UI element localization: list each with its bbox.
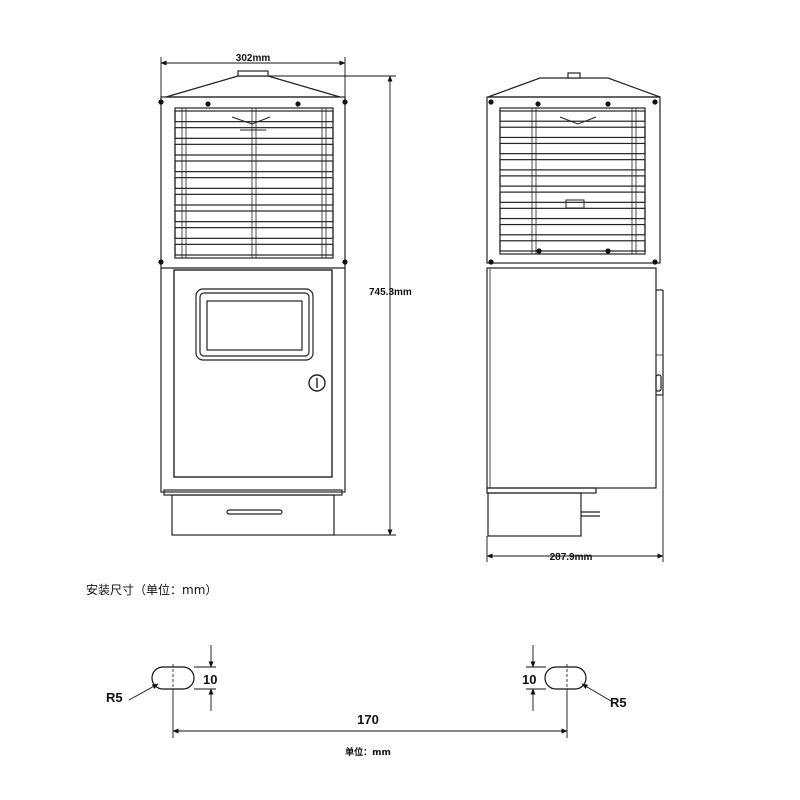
bolt [342, 99, 348, 105]
side-roof [487, 77, 661, 98]
front-louvers [174, 108, 334, 258]
bolt [342, 259, 348, 265]
louver-slat [174, 193, 334, 206]
left-slot-height-label: 10 [203, 672, 217, 687]
section-title: 安装尺寸（单位：mm） [86, 582, 217, 597]
louver-slat [499, 142, 646, 155]
bolt [535, 101, 541, 107]
screen-display [206, 300, 303, 351]
mounting-diagram [151, 664, 587, 692]
louver-slat [499, 240, 646, 252]
front-frame [160, 96, 346, 493]
unit-label: 单位：mm [345, 746, 391, 758]
left-mounting-slot [151, 666, 195, 690]
side-bolts [488, 99, 658, 265]
right-radius-label: R5 [610, 695, 627, 710]
bolt [652, 99, 658, 105]
bolt [652, 259, 658, 265]
door-lock-icon [308, 374, 326, 392]
front-base-slot [226, 509, 283, 515]
bolt [605, 101, 611, 107]
louver-slat [499, 223, 646, 236]
front-door [173, 269, 333, 478]
louver-slat [499, 110, 646, 122]
front-base [171, 494, 335, 536]
mounting-dimensions [128, 645, 612, 738]
height-label: 745.3mm [369, 287, 412, 298]
right-slot-height-label: 10 [522, 672, 536, 687]
front-dimensions [160, 57, 396, 536]
louver-slat [174, 227, 334, 239]
louver-slat [174, 160, 334, 173]
louver-slat [499, 175, 646, 187]
side-louvers [499, 108, 646, 254]
side-dimensions [486, 395, 664, 562]
side-fan-hint [559, 116, 597, 209]
side-roof-cap [567, 72, 581, 79]
louver-slat [499, 207, 646, 220]
screen-outer [195, 288, 314, 361]
front-view [158, 70, 348, 536]
louver-slat [174, 143, 334, 156]
side-cabinet [486, 267, 657, 489]
bolt [488, 259, 494, 265]
side-base-plate [486, 487, 597, 494]
louver-slat [174, 210, 334, 223]
louver-slat [174, 177, 334, 189]
bolt [605, 248, 611, 254]
front-bolts [158, 99, 348, 265]
side-louver-box [499, 107, 646, 255]
louver-slat [499, 159, 646, 171]
louver-slat [174, 127, 334, 139]
spacing-label: 170 [357, 712, 379, 727]
bolt [158, 259, 164, 265]
side-base [487, 492, 582, 537]
right-mounting-slot [544, 666, 587, 690]
louver-slat [499, 191, 646, 203]
bolt [295, 101, 301, 107]
bolt [488, 99, 494, 105]
louver-slat [174, 243, 334, 256]
left-radius-label: R5 [106, 690, 123, 705]
bolt [536, 248, 542, 254]
front-roof-cap [237, 70, 269, 77]
side-handle [655, 374, 662, 392]
bolt [158, 99, 164, 105]
width-label: 302mm [236, 53, 271, 64]
front-roof [165, 75, 341, 98]
louver-slat [174, 110, 334, 123]
front-fan-hint [231, 116, 271, 131]
louver-slat [499, 126, 646, 139]
depth-label: 287.9mm [550, 552, 593, 563]
side-louver-frame [486, 96, 661, 264]
screen-bezel [199, 292, 310, 357]
bolt [205, 101, 211, 107]
side-view [486, 72, 664, 537]
